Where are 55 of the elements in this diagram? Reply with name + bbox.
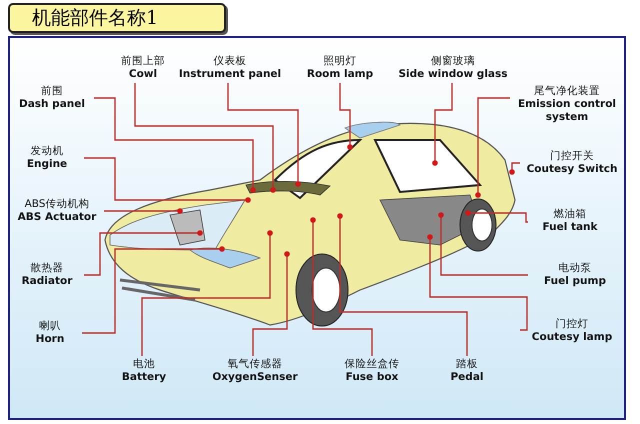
part-name-chinese: 氧气传感器	[226, 358, 284, 371]
part-name-english: Room lamp	[306, 68, 374, 81]
part-name-chinese: 散热器	[30, 262, 64, 275]
part-name-chinese: 前围	[40, 85, 64, 98]
part-name-chinese: 燃油箱	[552, 208, 588, 221]
leader-line	[432, 83, 453, 166]
part-name-english: Cowl	[128, 68, 158, 81]
part-name-english: Side window glass	[398, 68, 508, 81]
part-name-chinese: 喇叭	[38, 320, 62, 333]
part-name-chinese: 电动泵	[558, 262, 592, 275]
leader-line	[227, 83, 301, 187]
leader-line	[141, 230, 273, 356]
part-name-english: Coutesy Switch	[526, 163, 618, 176]
leader-line	[84, 230, 203, 276]
leader-line	[465, 210, 528, 223]
part-name-english: Engine	[26, 158, 68, 171]
part-name-english: OxygenSenser	[211, 371, 299, 384]
leader-line	[84, 157, 251, 203]
part-name-chinese: 电池	[132, 358, 156, 371]
leader-line	[438, 212, 528, 276]
part-name-chinese: 尾气净化装置	[533, 85, 601, 98]
part-name-chinese: 踏板	[455, 358, 479, 371]
leader-line	[475, 97, 510, 198]
part-name-chinese: 发动机	[30, 145, 64, 158]
part-name-english: Battery	[120, 371, 168, 384]
part-name-english: ABS Actuator	[16, 211, 98, 224]
part-name-chinese: 侧窗玻璃	[430, 55, 476, 68]
part-name-english: Dash panel	[18, 98, 86, 111]
leader-line	[82, 246, 225, 334]
leader-line	[337, 213, 468, 356]
leader-line	[310, 217, 373, 356]
part-name-english: Fuel pump	[543, 275, 607, 288]
part-name-english: Fuse box	[344, 371, 400, 384]
leader-line	[134, 83, 276, 193]
part-name-english: Instrument panel	[178, 68, 282, 81]
leader-line	[339, 83, 353, 150]
leader-line	[509, 162, 520, 175]
part-name-chinese: 前围上部	[120, 55, 166, 68]
part-name-chinese: 门控开关	[549, 150, 595, 163]
part-name-english: Pedal	[449, 371, 485, 384]
leader-line	[427, 234, 528, 331]
part-name-chinese: 保险丝盒传	[344, 358, 400, 371]
part-name-english: Coutesy lamp	[530, 331, 614, 344]
part-name-chinese: ABS传动机构	[24, 198, 90, 211]
part-name-english: Emission control system	[516, 98, 618, 124]
part-name-english: Horn	[34, 333, 66, 346]
part-name-chinese: 照明灯	[322, 55, 358, 68]
part-name-english: Radiator	[20, 275, 74, 288]
part-name-chinese: 仪表板	[212, 55, 248, 68]
title-banner: 机能部件名称1	[8, 3, 226, 33]
part-name-chinese: 门控灯	[554, 318, 590, 331]
part-name-english: Fuel tank	[541, 221, 599, 234]
leader-line	[252, 251, 290, 356]
leader-line	[104, 208, 183, 214]
leader-line	[94, 97, 256, 193]
